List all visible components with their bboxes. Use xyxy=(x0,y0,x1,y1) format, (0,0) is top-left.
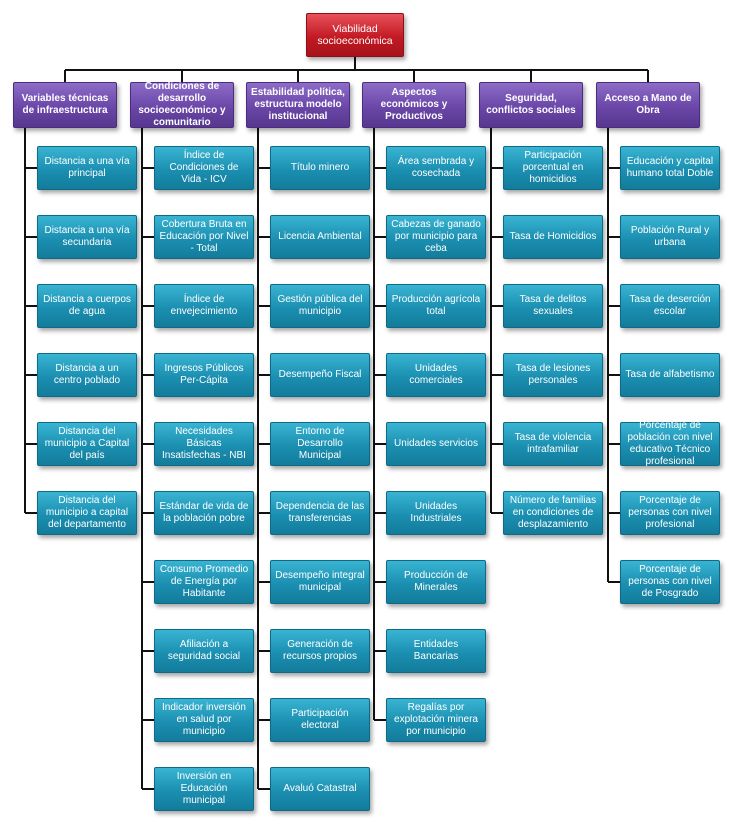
leaf-node: Unidades Industriales xyxy=(386,491,486,535)
leaf-node: Ingresos Públicos Per-Cápita xyxy=(154,353,254,397)
leaf-node: Consumo Promedio de Energía por Habitant… xyxy=(154,560,254,604)
leaf-node: Distancia a una vía secundaria xyxy=(37,215,137,259)
leaf-node: Desempeño integral municipal xyxy=(270,560,370,604)
leaf-node: Participación porcentual en homicidios xyxy=(503,146,603,190)
leaf-node: Necesidades Básicas Insatisfechas - NBI xyxy=(154,422,254,466)
leaf-node: Producción de Minerales xyxy=(386,560,486,604)
leaf-node: Número de familias en condiciones de des… xyxy=(503,491,603,535)
leaf-node: Tasa de alfabetismo xyxy=(620,353,720,397)
leaf-node: Área sembrada y cosechada xyxy=(386,146,486,190)
leaf-node: Tasa de violencia intrafamiliar xyxy=(503,422,603,466)
leaf-node: Estándar de vida de la población pobre xyxy=(154,491,254,535)
leaf-node: Índice de Condiciones de Vida - ICV xyxy=(154,146,254,190)
category-node-1: Variables técnicas de infraestructura xyxy=(13,82,117,128)
category-node-5: Seguridad, conflictos sociales xyxy=(479,82,583,128)
category-node-2: Condiciones de desarrollo socioeconómico… xyxy=(130,81,234,128)
leaf-node: Distancia a un centro poblado xyxy=(37,353,137,397)
leaf-node: Entorno de Desarrollo Municipal xyxy=(270,422,370,466)
leaf-node: Inversión en Educación municipal xyxy=(154,767,254,811)
leaf-node: Cobertura Bruta en Educación por Nivel -… xyxy=(154,215,254,259)
leaf-node: Educación y capital humano total Doble xyxy=(620,146,720,190)
leaf-node: Licencia Ambiental xyxy=(270,215,370,259)
leaf-node: Título minero xyxy=(270,146,370,190)
leaf-node: Porcentaje de personas con nivel de Posg… xyxy=(620,560,720,604)
leaf-node: Tasa de delitos sexuales xyxy=(503,284,603,328)
leaf-node: Cabezas de ganado por municipio para ceb… xyxy=(386,215,486,259)
category-node-6: Acceso a Mano de Obra xyxy=(596,82,700,128)
leaf-node: Unidades comerciales xyxy=(386,353,486,397)
leaf-node: Distancia del municipio a capital del de… xyxy=(37,491,137,535)
leaf-node: Avaluó Catastral xyxy=(270,767,370,811)
leaf-node: Unidades servicios xyxy=(386,422,486,466)
leaf-node: Tasa de lesiones personales xyxy=(503,353,603,397)
leaf-node: Regalías por explotación minera por muni… xyxy=(386,698,486,742)
category-node-4: Aspectos económicos y Productivos xyxy=(362,82,466,128)
leaf-node: Producción agrícola total xyxy=(386,284,486,328)
leaf-node: Generación de recursos propios xyxy=(270,629,370,673)
category-node-3: Estabilidad política, estructura modelo … xyxy=(246,82,350,128)
leaf-node: Indicador inversión en salud por municip… xyxy=(154,698,254,742)
leaf-node: Porcentaje de población con nivel educat… xyxy=(620,420,720,467)
leaf-node: Porcentaje de personas con nivel profesi… xyxy=(620,491,720,535)
leaf-node: Índice de envejecimiento xyxy=(154,284,254,328)
leaf-node: Entidades Bancarias xyxy=(386,629,486,673)
root-node: Viabilidad socioeconómica xyxy=(306,13,404,57)
leaf-node: Participación electoral xyxy=(270,698,370,742)
leaf-node: Distancia a cuerpos de agua xyxy=(37,284,137,328)
leaf-node: Tasa de Homicidios xyxy=(503,215,603,259)
leaf-node: Desempeño Fiscal xyxy=(270,353,370,397)
leaf-node: Gestión pública del municipio xyxy=(270,284,370,328)
leaf-node: Distancia a una vía principal xyxy=(37,146,137,190)
leaf-node: Distancia del municipio a Capital del pa… xyxy=(37,422,137,466)
leaf-node: Afiliación a seguridad social xyxy=(154,629,254,673)
leaf-node: Dependencia de las transferencias xyxy=(270,491,370,535)
leaf-node: Población Rural y urbana xyxy=(620,215,720,259)
leaf-node: Tasa de deserción escolar xyxy=(620,284,720,328)
